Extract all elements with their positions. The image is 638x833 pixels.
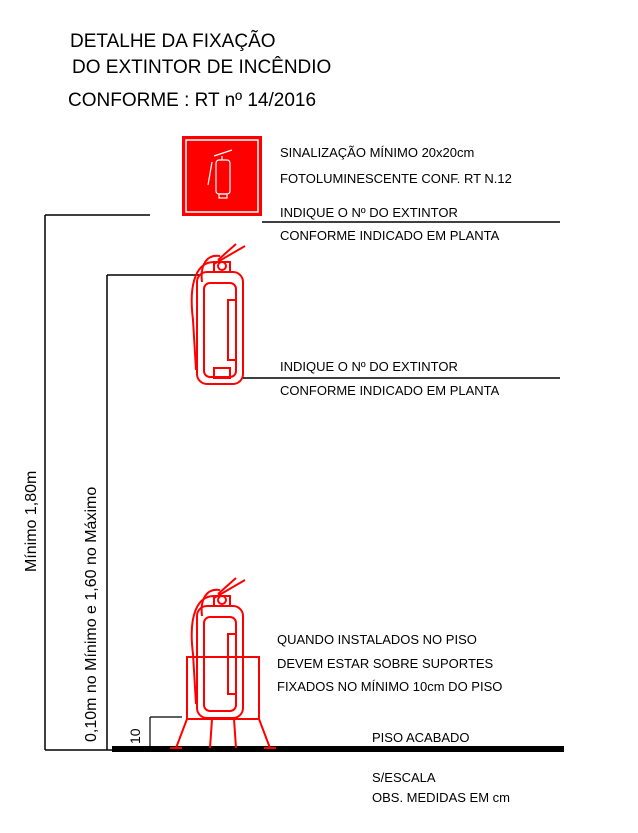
- floor-support-stand: [170, 656, 276, 749]
- inner-dimension-line: [106, 274, 200, 750]
- units-note: OBS. MEDIDAS EM cm: [372, 790, 510, 805]
- title-line-3: CONFORME : RT nº 14/2016: [68, 90, 317, 111]
- title-line-2: DO EXTINTOR DE INCÊNDIO: [72, 57, 332, 78]
- middle-callout-line-2: CONFORME INDICADO EM PLANTA: [280, 383, 500, 398]
- top-callout-line-2: CONFORME INDICADO EM PLANTA: [280, 228, 500, 243]
- floor-extinguisher: [190, 577, 246, 719]
- signage-line-1: SINALIZAÇÃO MÍNIMO 20x20cm: [280, 145, 475, 160]
- support-height-label: 10: [127, 728, 143, 744]
- title-line-1: DETALHE DA FIXAÇÃO: [70, 31, 276, 52]
- floor-note-line-2: DEVEM ESTAR SOBRE SUPORTES: [277, 656, 494, 671]
- wall-extinguisher: [190, 243, 246, 385]
- support-height-dimension: [149, 716, 182, 750]
- inner-dimension-label: 0,10m no Mínimo e 1,60 no Máximo: [83, 486, 100, 742]
- signage-line-2: FOTOLUMINESCENTE CONF. RT N.12: [280, 171, 512, 186]
- floor-note-line-3: FIXADOS NO MÍNIMO 10cm DO PISO: [277, 679, 503, 694]
- finished-floor-label: PISO ACABADO: [372, 730, 470, 745]
- signage-plate: [182, 136, 262, 216]
- top-callout-line-1: INDIQUE O Nº DO EXTINTOR: [280, 205, 458, 220]
- outer-dimension-label: Mínimo 1,80m: [23, 470, 40, 572]
- middle-callout-line-1: INDIQUE O Nº DO EXTINTOR: [280, 359, 458, 374]
- finished-floor-line: [112, 746, 564, 752]
- scale-note: S/ESCALA: [372, 770, 436, 785]
- floor-note-line-1: QUANDO INSTALADOS NO PISO: [277, 632, 477, 647]
